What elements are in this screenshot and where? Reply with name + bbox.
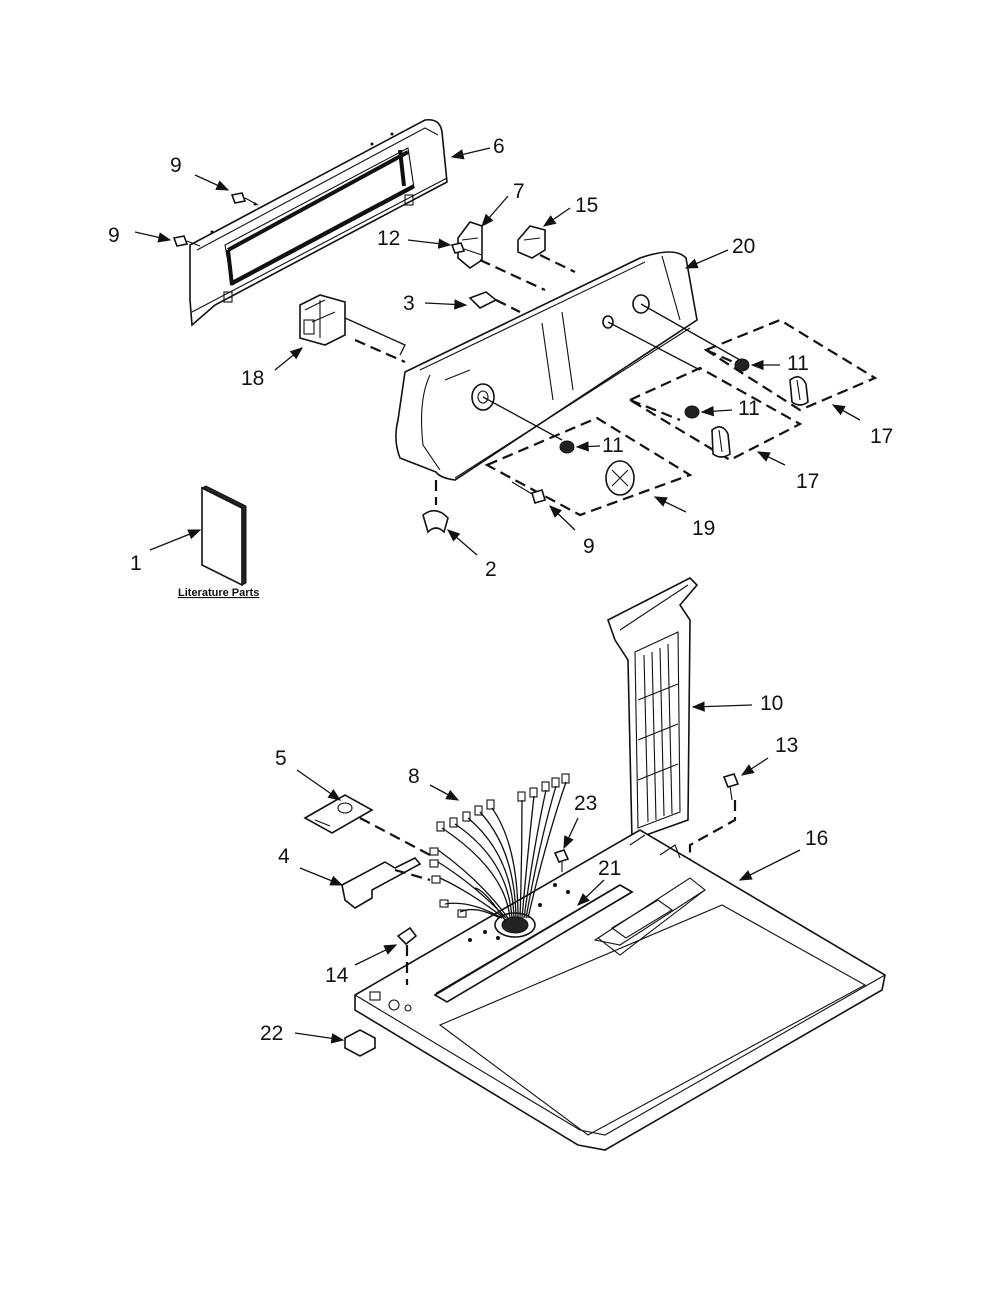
bracket-part-4: [341, 857, 422, 909]
callout-19: 19: [692, 517, 715, 540]
callout-10: 10: [760, 692, 783, 715]
callout-16: 16: [805, 827, 828, 850]
callout-5: 5: [275, 747, 287, 770]
console-part-20: [395, 251, 698, 481]
dashed-group-19: [484, 416, 693, 517]
clip-part-3: [468, 291, 498, 309]
callout-17-upper: 17: [870, 425, 893, 448]
screw-9-front: [511, 481, 546, 504]
callout-8: 8: [408, 765, 420, 788]
bracket-part-5: [303, 794, 374, 834]
screw-part-13: [722, 773, 740, 801]
screw-part-23: [553, 849, 570, 872]
clip-part-2: [422, 509, 449, 534]
callout-22: 22: [260, 1022, 283, 1045]
knob-large: [605, 460, 635, 496]
lint-filter-part-10: [607, 577, 699, 842]
callout-9-lower: 9: [108, 224, 120, 247]
callout-15: 15: [575, 194, 598, 217]
rear-panel-part: [189, 118, 448, 327]
switch-part-18: [299, 294, 346, 346]
knob-upper: [789, 376, 809, 406]
insert-11-lower: [559, 440, 575, 454]
callout-1: 1: [130, 552, 142, 575]
leader-lines: [134, 147, 861, 1044]
screw-9-upper: [230, 192, 259, 206]
callout-14: 14: [325, 964, 349, 987]
callout-11-lower: 11: [602, 434, 624, 457]
callout-4: 4: [278, 845, 290, 868]
bracket-part-15: [517, 225, 546, 259]
callout-9-upper: 9: [170, 154, 182, 177]
knob-middle: [711, 426, 731, 458]
wire-harness-part-8: [429, 773, 570, 921]
callout-2: 2: [485, 558, 497, 581]
callout-21: 21: [598, 857, 621, 880]
dashed-group-17-upper: [703, 318, 878, 412]
callout-18: 18: [241, 367, 264, 390]
dashed-group-17-lower: [627, 366, 803, 462]
insert-11-upper: [734, 358, 750, 372]
insert-11-middle: [684, 405, 700, 419]
callout-12: 12: [377, 227, 400, 250]
screw-part-12: [450, 242, 483, 256]
clip-part-14: [396, 926, 418, 946]
callout-11-upper: 11: [787, 352, 809, 375]
callout-13: 13: [775, 734, 798, 757]
callout-9-front: 9: [583, 535, 595, 558]
callout-labels: 9 9 6 7 15 12 3 20 18 11 11 11 17 17 19 …: [108, 135, 893, 1045]
callout-20: 20: [732, 235, 755, 258]
callout-11-middle: 11: [738, 397, 760, 420]
screw-9-lower: [172, 235, 201, 247]
callout-23: 23: [574, 792, 597, 815]
callout-3: 3: [403, 292, 415, 315]
literature-parts-label: Literature Parts: [178, 587, 259, 599]
block-part-22: [344, 1029, 376, 1057]
literature-booklet-part-1: [200, 485, 247, 587]
callout-6: 6: [493, 135, 505, 158]
seal-strip-part-21: [433, 884, 634, 1003]
callout-7: 7: [513, 180, 525, 203]
callout-17-lower: 17: [796, 470, 819, 493]
